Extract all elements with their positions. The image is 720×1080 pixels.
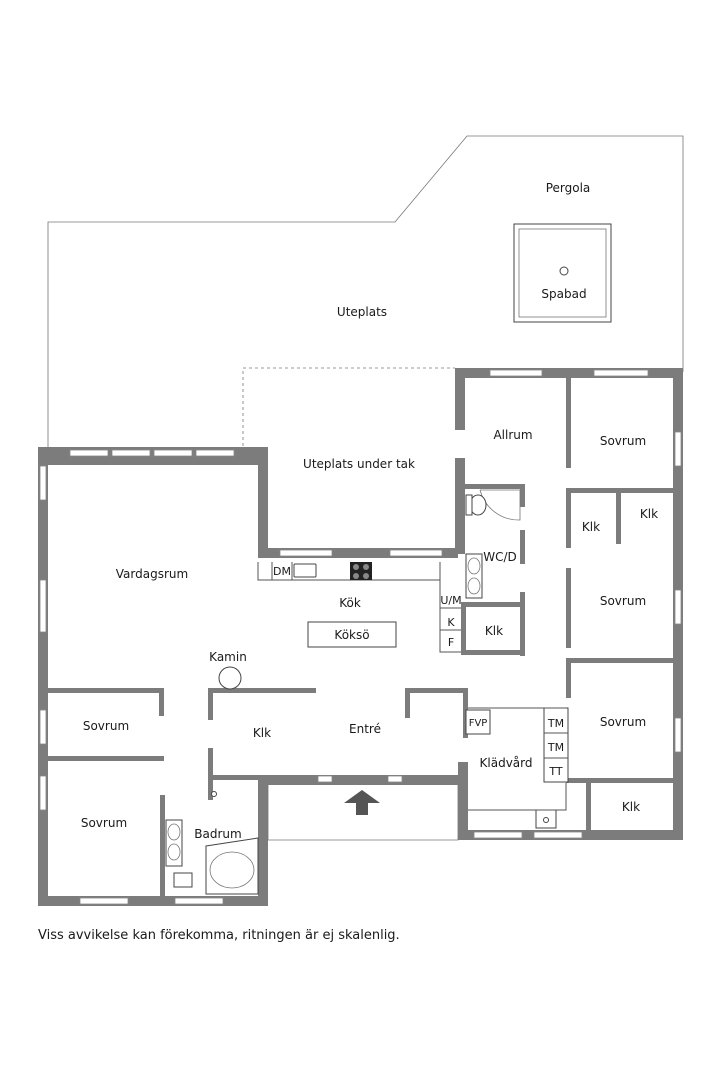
entrance-step-outline: [267, 785, 459, 841]
label-sovrum-e: Sovrum: [600, 594, 646, 608]
windows: [39, 369, 682, 905]
label-uteplats: Uteplats: [337, 305, 387, 319]
label-entre: Entré: [349, 722, 381, 736]
label-tm-2: TM: [547, 741, 564, 754]
disclaimer-text: Viss avvikelse kan förekomma, ritningen …: [38, 928, 400, 943]
entrance-arrow-icon: [344, 790, 380, 815]
utility-fixtures: [465, 707, 569, 829]
label-k: K: [447, 616, 455, 629]
label-sovrum-sw: Sovrum: [81, 816, 127, 830]
label-kok: Kök: [339, 596, 361, 610]
label-klk-se: Klk: [622, 800, 640, 814]
roof-dashed-line: [242, 367, 455, 446]
label-klk-mid: Klk: [485, 624, 503, 638]
label-sovrum-ne: Sovrum: [600, 434, 646, 448]
label-dm: DM: [273, 565, 291, 578]
label-fvp: FVP: [469, 718, 488, 729]
label-klk-ne2: Klk: [640, 507, 658, 521]
kitchen-island: [307, 621, 397, 648]
label-sovrum-w: Sovrum: [83, 719, 129, 733]
label-allrum: Allrum: [493, 428, 532, 442]
label-f: F: [448, 636, 454, 649]
label-tm-1: TM: [547, 717, 564, 730]
label-u-m: U/M: [440, 594, 461, 607]
spa-bath: [513, 223, 612, 323]
kitchen-counter: [257, 562, 461, 653]
label-uteplats-under-tak: Uteplats under tak: [303, 457, 415, 471]
label-kamin: Kamin: [209, 650, 247, 664]
label-sovrum-se: Sovrum: [600, 715, 646, 729]
fireplace-icon: [218, 666, 242, 690]
label-tt: TT: [548, 765, 563, 778]
label-klk-ne1: Klk: [582, 520, 600, 534]
wc-fixtures: [465, 489, 521, 599]
label-klk-w: Klk: [253, 726, 271, 740]
label-wc-d: WC/D: [483, 550, 517, 564]
label-spabad: Spabad: [541, 287, 586, 301]
bathroom-fixtures: [165, 791, 259, 895]
uteplats-outline: [47, 135, 684, 448]
label-kladvard: Klädvård: [480, 756, 533, 770]
label-koksö: Köksö: [334, 628, 369, 642]
label-pergola: Pergola: [546, 181, 591, 195]
label-vardagsrum: Vardagsrum: [116, 567, 188, 581]
label-badrum: Badrum: [194, 827, 241, 841]
